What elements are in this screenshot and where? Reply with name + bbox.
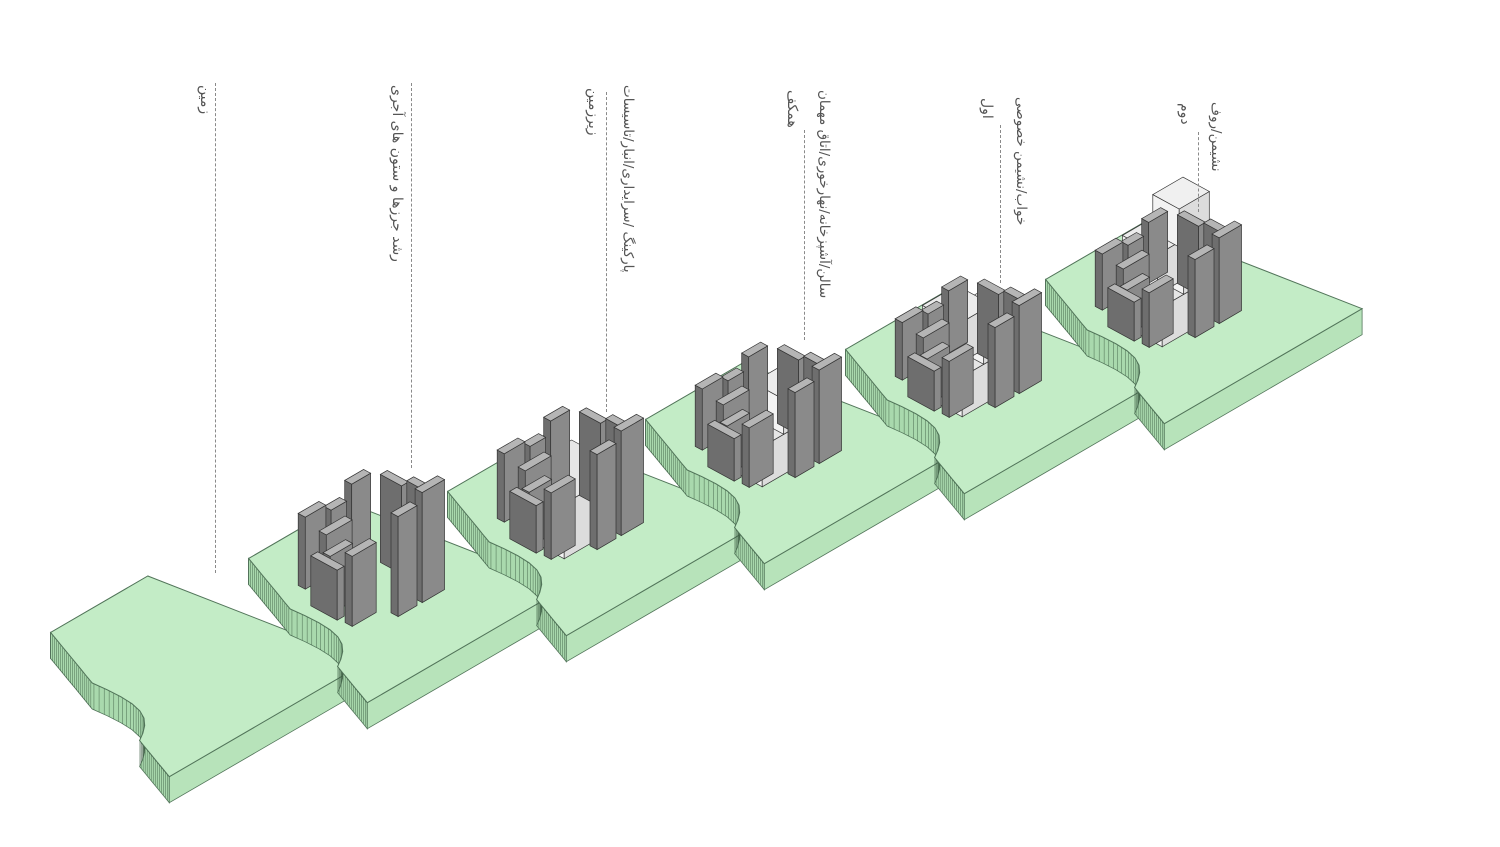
brick-pier xyxy=(1140,207,1169,284)
label-walls-title: رشد جرزها و ستون های آجری xyxy=(389,85,405,262)
site-top-surface xyxy=(49,575,369,778)
brick-pier xyxy=(707,419,742,482)
leader-line-first xyxy=(1000,125,1001,283)
model-ground xyxy=(694,341,843,489)
brick-pier xyxy=(613,413,645,537)
leader-line-walls xyxy=(411,83,412,468)
label-first-title: اول xyxy=(979,98,995,119)
brick-pier xyxy=(907,352,942,412)
label-ground-title: همکف xyxy=(784,90,800,128)
leader-line-basement xyxy=(606,92,607,412)
brick-pier xyxy=(941,343,974,419)
label-site-title: زمین xyxy=(197,85,213,115)
leader-line-site xyxy=(215,83,216,573)
model-site xyxy=(49,575,369,804)
brick-pier xyxy=(310,551,345,621)
brick-pier xyxy=(987,312,1015,409)
brick-pier xyxy=(1187,244,1215,339)
brick-pier xyxy=(1141,274,1174,349)
brick-pier xyxy=(1211,220,1243,325)
label-second-subtitle: نشیمن/روف xyxy=(1208,102,1224,172)
model-basement xyxy=(496,405,645,561)
brick-pier xyxy=(543,474,576,561)
leader-line-ground xyxy=(804,130,805,340)
brick-pier xyxy=(509,486,544,554)
brick-pier xyxy=(1107,283,1142,342)
label-second-title: دوم xyxy=(1177,103,1193,125)
brick-pier xyxy=(589,439,617,551)
brick-pier xyxy=(344,538,377,628)
model-walls xyxy=(297,468,446,628)
brick-pier xyxy=(414,475,446,604)
brick-pier xyxy=(390,501,418,618)
brick-pier xyxy=(741,409,774,489)
label-basement-title: زیرزمین xyxy=(585,88,601,136)
label-ground-subtitle: سالن/آشپزخانه/نهارخوری/اتاق مهمان xyxy=(816,90,832,299)
model-second xyxy=(1094,176,1243,349)
brick-pier xyxy=(811,352,843,465)
model-first xyxy=(894,275,1043,419)
label-basement-subtitle: پارکینگ /سرایداری/انبار/تاسیسات xyxy=(620,85,636,273)
label-first-subtitle: خواب/نشیمن خصوصی xyxy=(1013,97,1029,226)
leader-line-second xyxy=(1198,132,1199,212)
brick-pier xyxy=(1011,288,1043,395)
brick-pier xyxy=(787,377,815,479)
